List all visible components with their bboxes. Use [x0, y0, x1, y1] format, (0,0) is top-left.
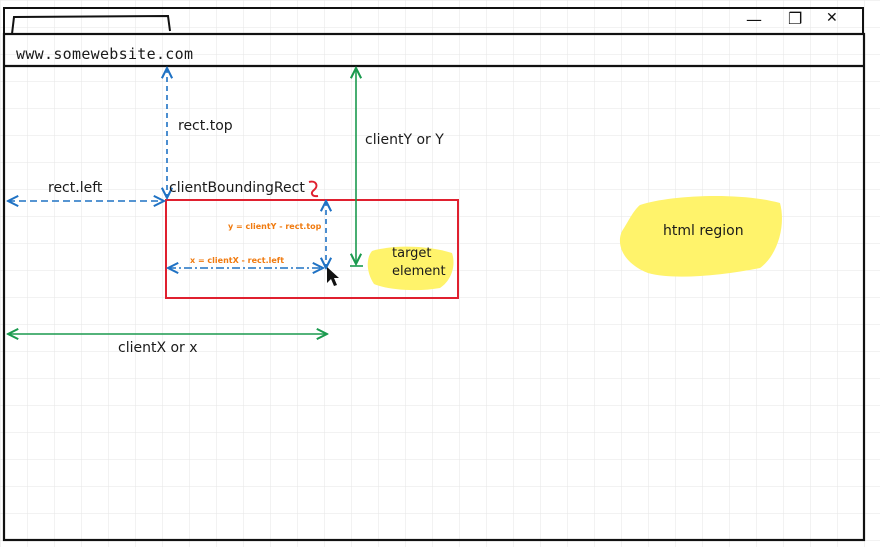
minimize-icon[interactable]: —	[746, 10, 762, 29]
client-y-label: clientY or Y	[365, 132, 444, 148]
target-element-highlight	[367, 246, 454, 291]
x-formula-label: x = clientX - rect.left	[190, 256, 285, 265]
client-bounding-rect-label: clientBoundingRect	[169, 180, 305, 196]
target-element-label-line1: target	[392, 246, 432, 261]
browser-window	[2, 7, 866, 542]
browser-tab[interactable]	[11, 14, 171, 35]
address-bar-url[interactable]: www.somewebsite.com	[16, 45, 194, 63]
close-icon[interactable]: ✕	[826, 10, 838, 26]
restore-icon[interactable]: ❐	[788, 9, 803, 28]
curved-arrow-icon	[308, 180, 319, 198]
y-formula-label: y = clientY - rect.top	[228, 222, 322, 231]
rect-top-label: rect.top	[178, 118, 233, 134]
client-bounding-rect[interactable]	[165, 199, 459, 299]
rect-left-label: rect.left	[48, 180, 103, 196]
html-region-label: html region	[663, 223, 744, 239]
html-region-highlight	[619, 196, 782, 277]
client-x-label: clientX or x	[118, 340, 198, 356]
cursor-icon	[327, 267, 339, 286]
target-element-label-line2: element	[392, 264, 446, 279]
